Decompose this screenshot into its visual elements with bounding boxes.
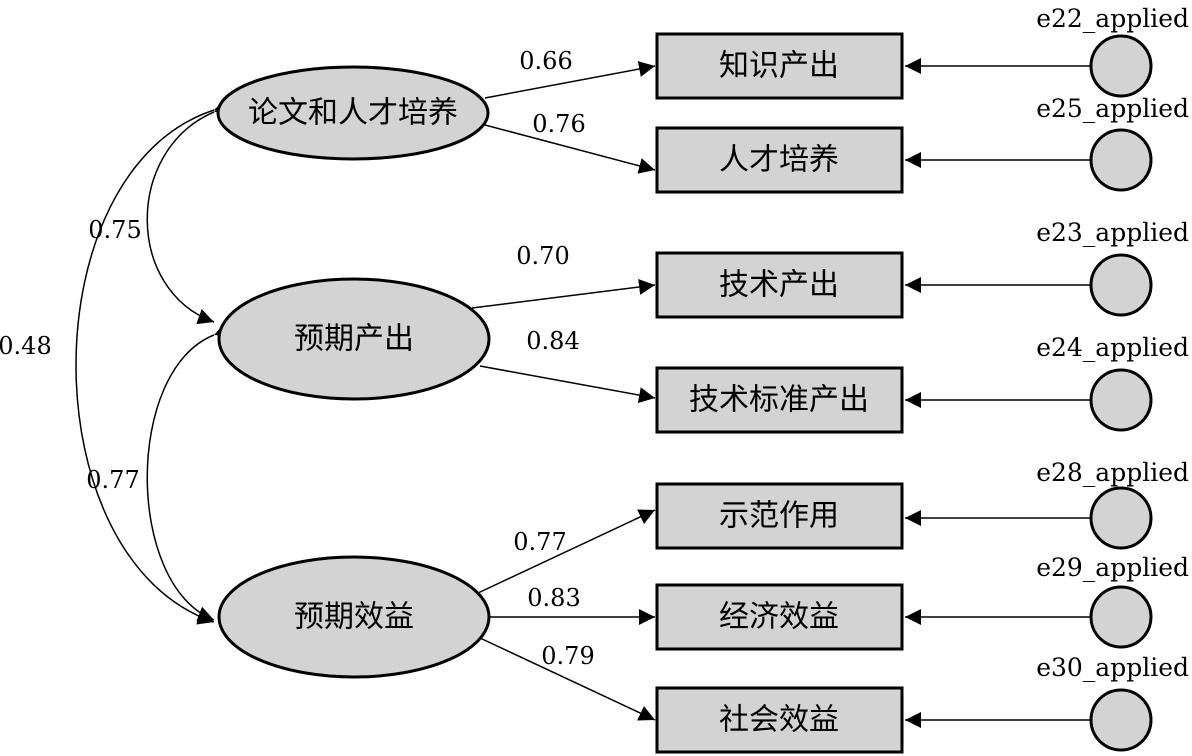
indicator-social-benefit[interactable]: 社会效益 <box>655 686 904 754</box>
loading-path-i2 <box>484 124 656 174</box>
loading-label-i3: 0.70 <box>516 242 569 270</box>
error-label-e25: e25_applied <box>1036 94 1189 123</box>
error-circle-e25[interactable] <box>1089 128 1153 192</box>
loading-path-i4 <box>479 365 656 403</box>
loading-path-i1 <box>484 61 656 99</box>
loading-label-i7: 0.79 <box>541 642 594 670</box>
correlation-label-l2-l3: 0.77 <box>86 466 139 494</box>
indicator-knowledge-output[interactable]: 知识产出 <box>655 32 904 100</box>
loading-label-i5: 0.77 <box>513 528 566 556</box>
error-label-e30: e30_applied <box>1036 653 1189 682</box>
error-label-e29: e29_applied <box>1036 553 1189 582</box>
latent-label: 预期效益 <box>294 600 414 635</box>
error-label-e24: e24_applied <box>1036 333 1189 362</box>
indicator-label: 经济效益 <box>719 600 839 635</box>
indicator-label: 知识产出 <box>719 49 839 84</box>
indicator-tech-standard-output[interactable]: 技术标准产出 <box>655 366 904 434</box>
error-circle-e23[interactable] <box>1089 253 1153 317</box>
error-label-e23: e23_applied <box>1036 218 1189 247</box>
indicator-talent-training[interactable]: 人才培养 <box>655 126 904 194</box>
loading-path-i3 <box>471 279 656 309</box>
loading-label-i6: 0.83 <box>527 584 580 612</box>
correlation-arc-l1-l3 <box>75 97 232 625</box>
loading-label-i2: 0.76 <box>532 110 585 138</box>
loading-path-i5 <box>477 509 656 594</box>
indicator-label: 技术产出 <box>719 268 839 303</box>
indicator-tech-output[interactable]: 技术产出 <box>655 251 904 319</box>
latent-label: 论文和人才培养 <box>248 96 458 131</box>
indicator-demonstration[interactable]: 示范作用 <box>655 482 904 550</box>
correlation-arc-l1-l2 <box>146 98 232 325</box>
correlation-label-l1-l3: 0.48 <box>0 332 52 360</box>
error-circle-e24[interactable] <box>1089 368 1153 432</box>
error-label-e28: e28_applied <box>1036 458 1189 487</box>
indicator-label: 社会效益 <box>719 703 839 738</box>
loading-label-i4: 0.84 <box>526 327 579 355</box>
error-circle-e22[interactable] <box>1089 34 1153 98</box>
correlation-label-l1-l2: 0.75 <box>88 216 141 244</box>
error-label-e22: e22_applied <box>1036 4 1189 33</box>
indicator-label: 示范作用 <box>719 499 839 534</box>
indicator-label: 技术标准产出 <box>689 383 869 418</box>
latent-node-paper-talent[interactable]: 论文和人才培养 <box>216 65 490 161</box>
indicator-label: 人才培养 <box>719 143 839 178</box>
latent-label: 预期产出 <box>294 322 414 357</box>
indicator-economic-benefit[interactable]: 经济效益 <box>655 583 904 651</box>
latent-node-expected-output[interactable]: 预期产出 <box>217 277 491 401</box>
latent-node-expected-benefit[interactable]: 预期效益 <box>217 555 491 679</box>
loading-path-i7 <box>479 637 656 721</box>
error-circle-e28[interactable] <box>1089 486 1153 550</box>
error-circle-e30[interactable] <box>1089 688 1153 752</box>
error-circle-e29[interactable] <box>1089 585 1153 649</box>
loading-label-i1: 0.66 <box>519 47 572 75</box>
correlation-arc-l2-l3 <box>146 321 232 622</box>
